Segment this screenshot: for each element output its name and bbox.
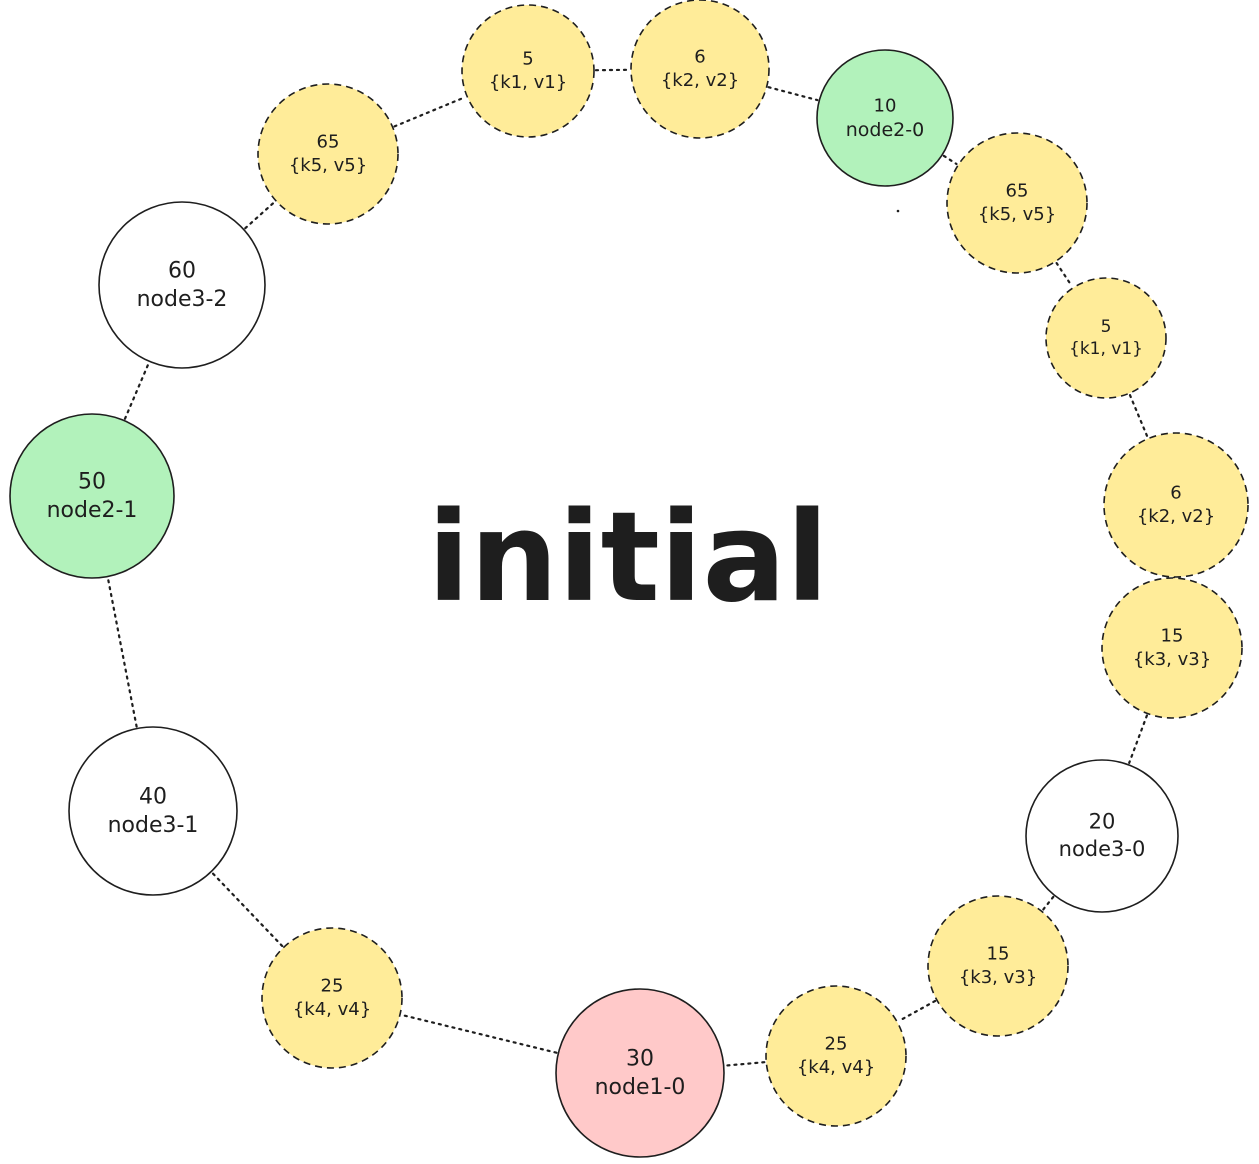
data-item-circle	[1103, 432, 1249, 578]
node-hash-label: 5	[1101, 317, 1112, 337]
data-kv-label: {k4, v4}	[797, 1057, 875, 1078]
diagram-title: initial	[427, 486, 828, 630]
ring-connector	[393, 95, 467, 128]
data-item-circle	[927, 895, 1069, 1037]
node-circle	[1025, 759, 1179, 913]
node-hash-label: 50	[78, 469, 106, 494]
ring-connector	[123, 362, 150, 420]
node-hash-label: 5	[522, 49, 533, 70]
data-kv-label: {k3, v3}	[959, 967, 1037, 988]
node-hash-label: 6	[694, 47, 705, 68]
data-item-circle	[261, 927, 403, 1069]
physical-node-node3-2: 60 node3-2	[98, 201, 266, 369]
node-hash-label: 20	[1089, 810, 1116, 834]
ring-connector	[1128, 714, 1149, 765]
data-item-data-5-right: 5{k1, v1}	[1045, 277, 1167, 399]
data-item-data-65-top-left: 65{k5, v5}	[257, 83, 399, 225]
data-kv-label: {k3, v3}	[1133, 649, 1211, 670]
physical-node-node3-1: 40 node3-1	[68, 726, 238, 896]
ring-connector	[724, 1061, 766, 1067]
data-kv-label: {k2, v2}	[1137, 506, 1215, 527]
ring-connector	[211, 871, 284, 948]
ring-connector	[942, 154, 958, 166]
node-circle	[68, 726, 238, 896]
node-hash-label: 65	[317, 132, 340, 153]
data-item-circle	[765, 985, 907, 1127]
data-item-data-65-right: 65{k5, v5}	[946, 132, 1088, 274]
node-circle	[98, 201, 266, 369]
node-hash-label: 15	[1161, 626, 1184, 647]
physical-node-node2-1: 50 node2-1	[9, 413, 175, 579]
data-kv-label: {k1, v1}	[1069, 339, 1143, 359]
node-name-label: node2-0	[846, 119, 924, 141]
node-hash-label: 60	[168, 258, 196, 283]
data-kv-label: {k5, v5}	[978, 204, 1056, 225]
stray-dot	[896, 209, 900, 213]
node-hash-label: 65	[1006, 181, 1029, 202]
node-hash-label: 25	[321, 976, 344, 997]
node-hash-label: 30	[626, 1046, 654, 1071]
ring-connectors	[106, 68, 1176, 1067]
data-item-data-15-right: 15{k3, v3}	[1101, 577, 1243, 719]
data-item-circle	[1045, 277, 1167, 399]
data-item-data-5-top: 5{k1, v1}	[461, 4, 595, 138]
data-kv-label: {k5, v5}	[289, 155, 367, 176]
data-item-data-25-bottom-left: 25{k4, v4}	[261, 927, 403, 1069]
ring-connector	[244, 201, 276, 230]
node-name-label: node1-0	[595, 1075, 686, 1100]
ring-connector	[897, 999, 937, 1023]
node-circle	[9, 413, 175, 579]
ring-connector	[1041, 895, 1055, 911]
node-name-label: node3-2	[137, 287, 228, 312]
ring-connector	[1055, 262, 1074, 288]
node-circle	[555, 988, 725, 1158]
data-item-data-6-right: 6{k2, v2}	[1103, 432, 1249, 578]
data-kv-label: {k1, v1}	[489, 72, 567, 93]
data-item-data-6-top: 6{k2, v2}	[630, 0, 770, 139]
node-circle	[816, 49, 954, 187]
ring-connector	[106, 577, 138, 728]
node-hash-label: 40	[139, 784, 167, 809]
ring-connector	[1128, 394, 1149, 438]
node-name-label: node3-0	[1059, 837, 1146, 861]
node-hash-label: 15	[987, 944, 1010, 965]
data-kv-label: {k4, v4}	[293, 999, 371, 1020]
node-hash-label: 25	[825, 1034, 848, 1055]
node-hash-label: 10	[874, 96, 897, 117]
data-item-circle	[461, 4, 595, 138]
data-item-data-25-bottom-right: 25{k4, v4}	[765, 985, 907, 1127]
data-item-circle	[946, 132, 1088, 274]
data-kv-label: {k2, v2}	[661, 70, 739, 91]
ring-connector	[400, 1013, 558, 1054]
data-item-circle	[257, 83, 399, 225]
node-name-label: node2-1	[47, 498, 138, 523]
physical-node-node1-0: 30 node1-0	[555, 988, 725, 1158]
node-name-label: node3-1	[108, 813, 199, 838]
data-item-circle	[630, 0, 770, 139]
data-item-data-15-bottom: 15{k3, v3}	[927, 895, 1069, 1037]
node-hash-label: 6	[1170, 483, 1181, 504]
ring-connector	[767, 86, 819, 102]
data-item-circle	[1101, 577, 1243, 719]
physical-node-node3-0: 20 node3-0	[1025, 759, 1179, 913]
